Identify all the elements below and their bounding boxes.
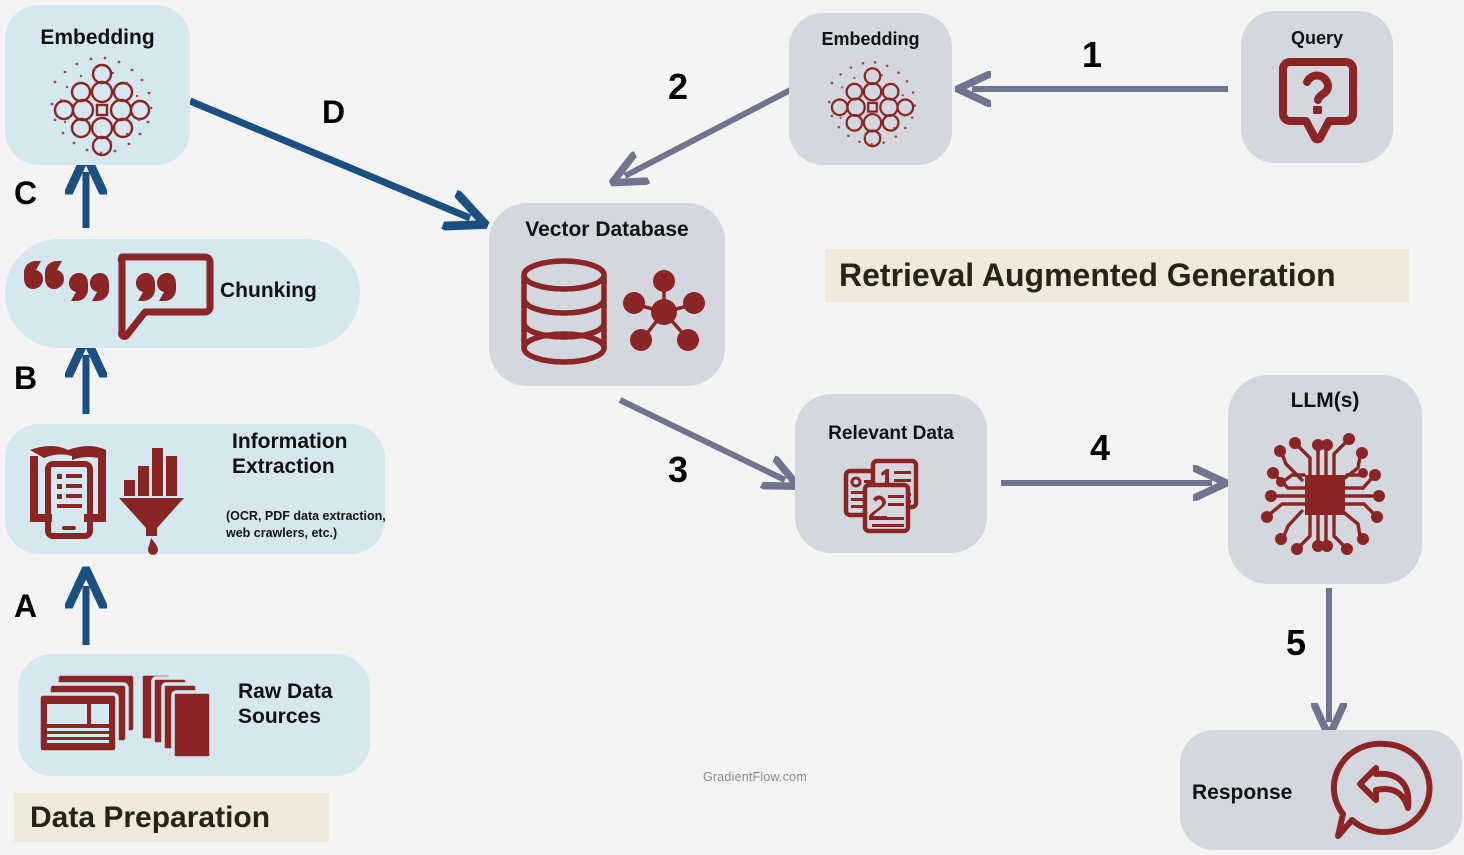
quote-bubble-icon [18, 251, 218, 341]
chip-icon [1248, 418, 1403, 573]
edge-label-b: B [14, 360, 38, 396]
node-embedding-right[interactable] [789, 13, 952, 165]
node-llm-label: LLM(s) [1290, 389, 1360, 412]
node-relevant-data-label: Relevant Data [828, 423, 954, 444]
node-chunking-label: Chunking [220, 279, 317, 302]
title-banner: Retrieval Augmented Generation [825, 249, 1409, 302]
scanner-funnel-icon [24, 436, 209, 555]
node-response[interactable] [1180, 730, 1462, 850]
title-banner-label: Retrieval Augmented Generation [839, 257, 1336, 293]
node-query-label: Query [1290, 28, 1344, 48]
node-response-label: Response [1192, 781, 1293, 804]
edge-label-5: 5 [1286, 622, 1307, 663]
documents-stack-icon [35, 670, 230, 762]
neural-network-icon [47, 52, 157, 157]
edge-label-4: 4 [1090, 427, 1111, 468]
node-embedding-left-label: Embedding [40, 26, 155, 49]
node-vector-database-label: Vector Database [525, 218, 689, 241]
reply-bubble-icon [1330, 738, 1440, 843]
watermark: GradientFlow.com [703, 770, 807, 784]
node-embedding-right-label: Embedding [821, 29, 920, 49]
ranked-documents-icon [843, 455, 923, 535]
node-raw-data-sources-label: Raw Data Sources [238, 680, 333, 728]
node-information-extraction[interactable] [5, 424, 385, 554]
database-graph-icon [518, 255, 708, 370]
section-banner-label: Data Preparation [30, 800, 271, 834]
arrow-3 [618, 397, 785, 480]
neural-network-icon [825, 55, 920, 150]
node-information-extraction-label: Information Extraction [232, 430, 348, 478]
arrow-2 [625, 82, 802, 176]
edge-label-3: 3 [668, 449, 689, 490]
edge-label-1: 1 [1082, 34, 1103, 75]
node-information-extraction-note: (OCR, PDF data extraction, web crawlers,… [226, 509, 386, 540]
edge-label-a: A [14, 588, 38, 624]
question-bubble-icon [1279, 58, 1357, 146]
edge-label-d: D [322, 94, 346, 130]
edge-label-c: C [14, 175, 38, 211]
section-banner-data-preparation: Data Preparation [14, 793, 329, 842]
edge-label-2: 2 [668, 66, 689, 107]
